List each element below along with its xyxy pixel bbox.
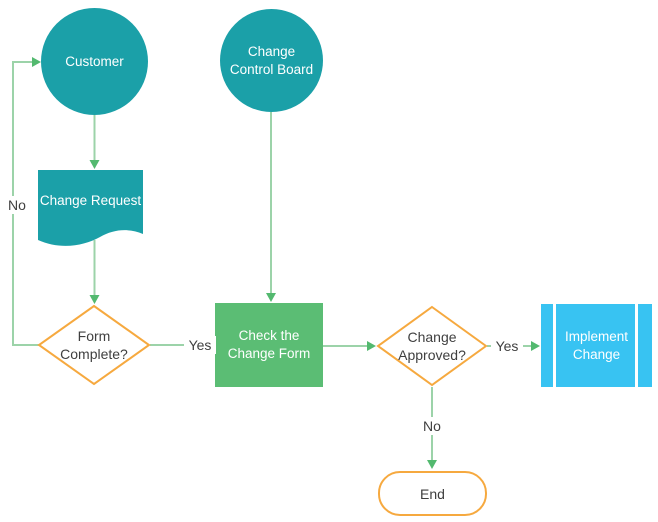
node-change-control-board-label: Change Control Board — [229, 43, 314, 77]
edge-label-form-complete-yes: Yes — [184, 336, 216, 354]
edge-label-form-complete-no: No — [2, 196, 32, 214]
node-end-label: End — [420, 485, 445, 502]
node-change-request-label: Change Request — [39, 193, 142, 208]
node-check-change-form: Check the Change Form — [215, 303, 323, 387]
node-change-control-board: Change Control Board — [220, 9, 323, 112]
arrowhead-into-customer — [32, 57, 41, 67]
predefined-process-left-stripe — [553, 304, 556, 387]
node-customer-label: Customer — [65, 53, 124, 69]
arrowhead-into-form-complete — [89, 295, 100, 304]
change-approved-diamond-shape — [376, 305, 488, 387]
node-implement-change: Implement Change — [541, 304, 652, 387]
arrowhead-into-check-form — [266, 293, 276, 302]
node-check-change-form-label: Check the Change Form — [227, 328, 311, 361]
node-customer: Customer — [41, 8, 148, 115]
arrowhead-into-change-approved — [367, 341, 376, 351]
node-implement-change-label: Implement Change — [564, 328, 629, 362]
edge-label-change-approved-yes: Yes — [491, 337, 523, 355]
arrowhead-into-change-request — [89, 160, 100, 169]
form-complete-diamond-shape — [37, 304, 151, 386]
node-end: End — [378, 471, 487, 516]
arrowhead-into-end — [427, 460, 437, 469]
arrowhead-into-implement-change — [531, 341, 540, 351]
change-request-document-shape — [38, 170, 143, 246]
predefined-process-right-stripe — [635, 304, 638, 387]
edge-label-change-approved-no: No — [415, 417, 449, 435]
